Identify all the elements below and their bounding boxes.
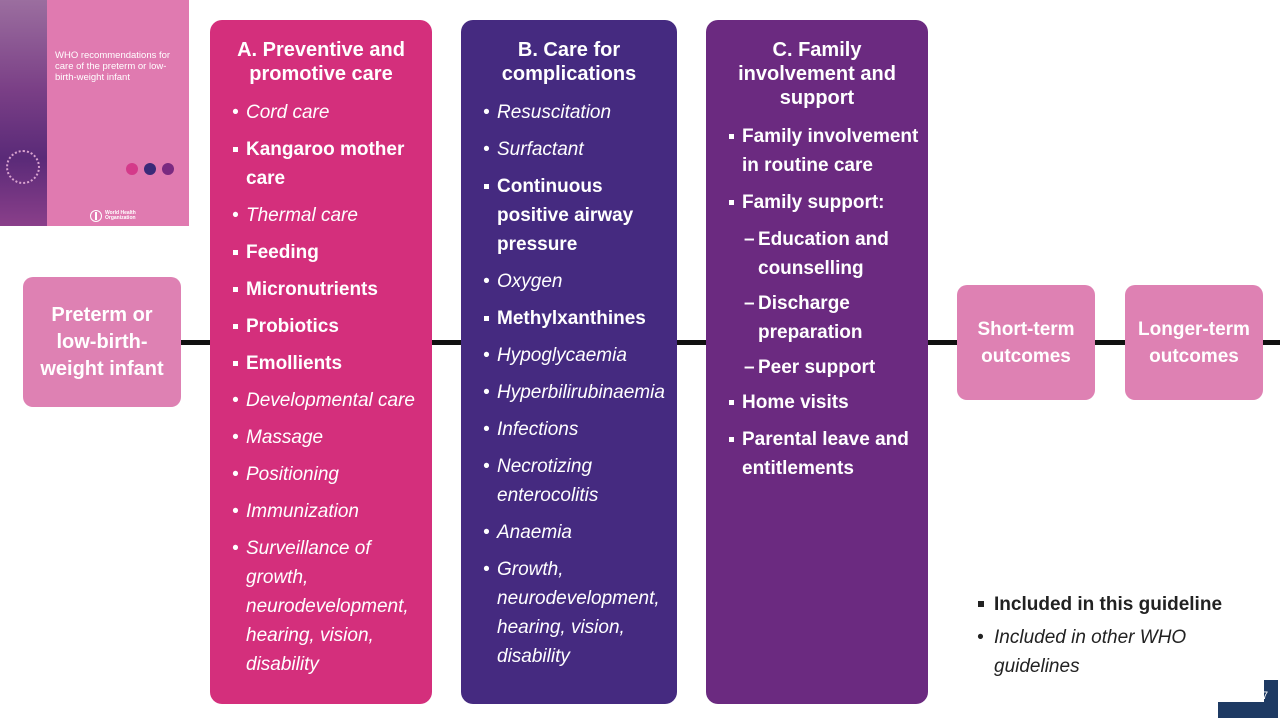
- list-item: Resuscitation: [483, 98, 669, 127]
- legend-included-other: Included in other WHO guidelines: [976, 623, 1214, 681]
- column-title: B. Care for complications: [501, 39, 637, 85]
- list-item: Micronutrients: [232, 275, 424, 304]
- cover-dot: [162, 163, 174, 175]
- who-logo-text: World Health Organization: [105, 210, 136, 221]
- outcome-label: Longer-term outcomes: [1138, 318, 1250, 367]
- column-care-for-complications: B. Care for complications ResuscitationS…: [461, 20, 677, 704]
- list-item: Growth, neurodevelopment, hearing, visio…: [483, 555, 669, 671]
- list-item: Surveillance of growth, neurodevelopment…: [232, 534, 424, 679]
- column-family-involvement: C. Family involvement and support Family…: [706, 20, 928, 704]
- list-item: Massage: [232, 423, 424, 452]
- outcome-box-longer-term: Longer-term outcomes: [1125, 285, 1263, 400]
- list-item: Education and counselling: [728, 225, 920, 283]
- legend-included-this: Included in this guideline: [976, 590, 1266, 619]
- column-item-list: ResuscitationSurfactantContinuous positi…: [461, 98, 677, 671]
- list-item: Emollients: [232, 349, 424, 378]
- list-item: Feeding: [232, 238, 424, 267]
- list-item: Developmental care: [232, 386, 424, 415]
- outcome-label: Short-term outcomes: [977, 318, 1075, 367]
- list-item: Oxygen: [483, 267, 669, 296]
- list-item: Probiotics: [232, 312, 424, 341]
- list-item: Positioning: [232, 460, 424, 489]
- list-item: Kangaroo mother care: [232, 135, 424, 193]
- outcome-box-short-term: Short-term outcomes: [957, 285, 1095, 400]
- list-item: Parental leave and entitlements: [728, 425, 920, 483]
- cover-photo-strip: [0, 0, 47, 226]
- list-item: Immunization: [232, 497, 424, 526]
- column-title: A. Preventive and promotive care: [237, 39, 405, 85]
- list-item: Methylxanthines: [483, 304, 669, 333]
- list-item: Anaemia: [483, 518, 669, 547]
- list-item: Discharge preparation: [728, 289, 920, 347]
- page-number: 7: [1262, 690, 1269, 702]
- list-item: Home visits: [728, 388, 920, 417]
- start-box-label: Preterm or low-birth-weight infant: [40, 303, 164, 380]
- list-item: Family support:: [728, 188, 920, 217]
- list-item: Infections: [483, 415, 669, 444]
- who-logo: World Health Organization: [90, 210, 145, 222]
- cover-dot: [126, 163, 138, 175]
- list-item: Thermal care: [232, 201, 424, 230]
- who-emblem-icon: [90, 210, 102, 222]
- list-item: Peer support: [728, 353, 920, 382]
- column-title: C. Family involvement and support: [738, 39, 896, 109]
- list-item: Continuous positive airway pressure: [483, 172, 669, 259]
- page-corner-decoration: [1218, 680, 1278, 718]
- list-item: Hyperbilirubinaemia: [483, 378, 669, 407]
- column-preventive-care: A. Preventive and promotive care Cord ca…: [210, 20, 432, 704]
- list-item: Family involvement in routine care: [728, 122, 920, 180]
- legend: Included in this guideline Included in o…: [976, 590, 1266, 685]
- guideline-cover-thumbnail: WHO recommendations for care of the pret…: [0, 0, 189, 226]
- list-item: Surfactant: [483, 135, 669, 164]
- cover-title: WHO recommendations for care of the pret…: [55, 50, 171, 83]
- list-item: Cord care: [232, 98, 424, 127]
- list-item: Hypoglycaemia: [483, 341, 669, 370]
- start-box-preterm-infant: Preterm or low-birth-weight infant: [23, 277, 181, 407]
- cover-dots: [126, 163, 174, 175]
- list-item: Necrotizing enterocolitis: [483, 452, 669, 510]
- cover-dot: [144, 163, 156, 175]
